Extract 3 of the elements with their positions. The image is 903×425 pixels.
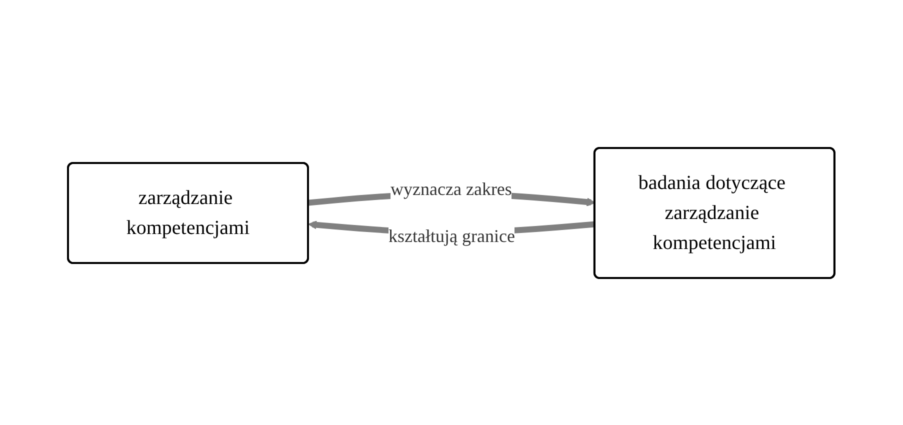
node-text: zarządzanie kompetencjami (126, 186, 250, 238)
edge-label: wyznacza zakres (390, 178, 512, 198)
edge-label: kształtują granice (388, 225, 516, 246)
